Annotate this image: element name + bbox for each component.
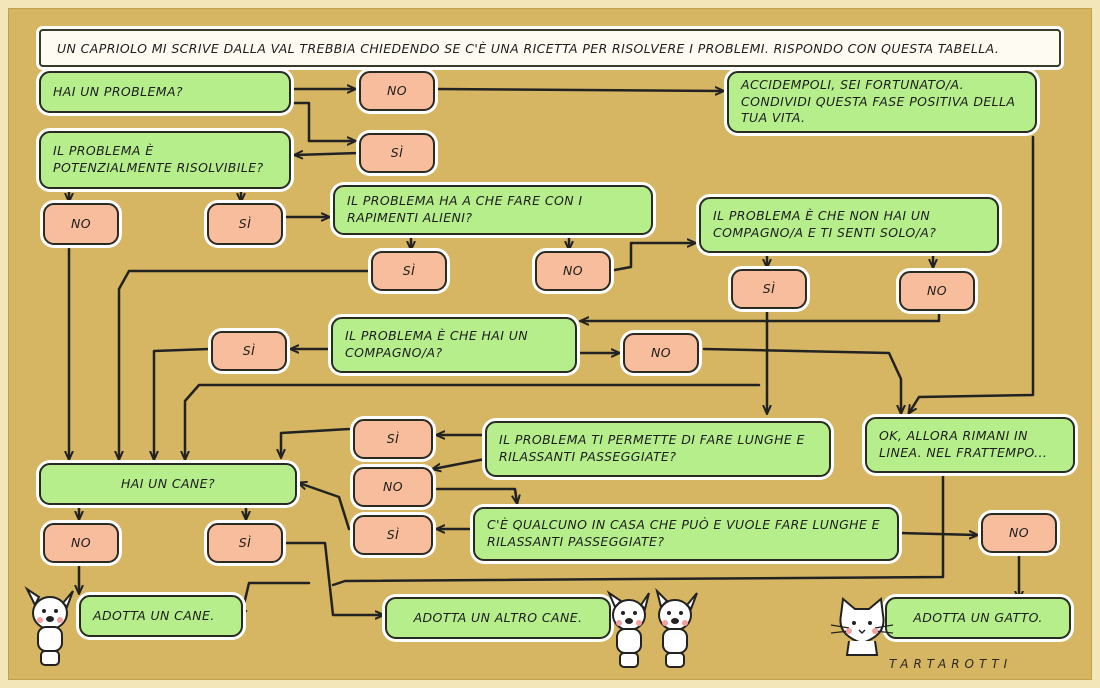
arrow-yes-cane-side [299,483,351,531]
question-hai-problema-text: Hai un problema? [53,83,183,99]
answer-no-label: No [1009,524,1029,540]
answer-no-label: No [387,82,407,98]
arrow-yes-risolvibile [295,153,361,155]
outcome-adotta-altro-cane: Adotta un altro cane. [385,597,611,639]
answer-no-label: No [71,534,91,550]
arrow-no-compagno [581,309,941,321]
arrow-linea-gatto [331,469,945,587]
answer-no-cane: No [43,523,119,563]
arrow-no-solo [607,243,695,273]
dog-illustration-icon [24,586,74,666]
answer-si-label: Sì [386,526,400,542]
arrow-compagno-yes-cane [154,347,211,459]
answer-si-label: Sì [402,262,416,278]
question-solo-text: Il problema è che non hai un compagno/a … [713,208,937,240]
cat-illustration-icon [830,597,894,656]
question-passeggiate: Il problema ti permette di fare lunghe e… [485,421,831,477]
arrow-no-fortunato [435,89,723,91]
question-passeggiate-text: Il problema ti permette di fare lunghe e… [499,432,805,464]
answer-no-alieni: No [535,251,611,291]
arrow-qualcuno-no [897,533,977,535]
connector-lines [9,9,1035,680]
arrow-yes-adotta-altro [279,541,383,615]
answer-si-label: Sì [762,280,776,296]
answer-si-qualcuno: Sì [353,515,433,555]
arrow-to-adotta-cane [241,581,311,617]
question-alieni-text: Il problema ha a che fare con i rapiment… [347,193,583,225]
outcome-adotta-gatto: Adotta un gatto. [885,597,1071,639]
answer-no-label: No [651,344,671,360]
question-qualcuno: C'è qualcuno in casa che può e vuole far… [473,507,899,561]
answer-no-label: No [563,262,583,278]
two-dogs-illustration-icon [606,587,698,668]
artist-signature: TARTAROTTI [889,657,1013,671]
answer-si-label: Sì [238,215,252,231]
outcome-fortunato: Accidempoli, sei fortunato/a. Condividi … [727,71,1037,133]
intro-text: Un capriolo mi scrive dalla Val Trebbia … [57,40,1000,56]
arrow-yes-cane-top [281,427,351,457]
arrow-no-qualcuno [435,487,517,503]
outcome-adotta-cane: Adotta un cane. [79,595,243,637]
arrow-compagno-no-linea [702,347,901,413]
arrow-problem-yes [289,101,355,141]
outcome-adotta-gatto-text: Adotta un gatto. [913,609,1043,625]
answer-si-compagno: Sì [211,331,287,371]
question-alieni: Il problema ha a che fare con i rapiment… [333,185,653,235]
answer-no-label: No [927,282,947,298]
answer-si-risolvibile: Sì [207,203,283,245]
outcome-adotta-altro-cane-text: Adotta un altro cane. [413,609,583,625]
answer-si-label: Sì [390,144,404,160]
question-risolvibile-text: Il problema è potenzialmente risolvibile… [53,143,264,175]
question-compagno-text: Il problema è che hai un compagno/a? [345,328,529,360]
intro-banner: Un capriolo mi scrive dalla Val Trebbia … [39,29,1061,67]
answer-si-label: Sì [238,534,252,550]
answer-no-label: No [383,478,403,494]
answer-si-label: Sì [242,342,256,358]
question-hai-cane-text: Hai un cane? [120,475,216,491]
answer-no-solo: No [899,271,975,311]
answer-si-passeggiate: Sì [353,419,433,459]
question-solo: Il problema è che non hai un compagno/a … [699,197,999,253]
answer-no-passeggiate: No [353,467,433,507]
question-hai-problema: Hai un problema? [39,71,291,113]
question-qualcuno-text: C'è qualcuno in casa che può e vuole far… [487,517,880,549]
arrow-alieni-yes-cane [119,269,371,459]
outcome-fortunato-text: Accidempoli, sei fortunato/a. Condividi … [741,76,1016,126]
answer-si-label: Sì [386,430,400,446]
answer-no-compagno: No [623,333,699,373]
outcome-linea: Ok, allora rimani in linea. Nel frattemp… [865,417,1075,473]
outcome-adotta-cane-text: Adotta un cane. [93,607,215,623]
answer-no-risolvibile: No [43,203,119,245]
arrow-compagno-no-cane [185,383,761,459]
arrow-passeggiate-no [433,457,487,469]
answer-si-alieni: Sì [371,251,447,291]
answer-si-problema: Sì [359,133,435,173]
question-risolvibile: Il problema è potenzialmente risolvibile… [39,131,291,189]
answer-no-label: No [71,215,91,231]
answer-no-qualcuno: No [981,513,1057,553]
question-compagno: Il problema è che hai un compagno/a? [331,317,577,373]
answer-no-problema: No [359,71,435,111]
answer-si-solo: Sì [731,269,807,309]
flowchart-canvas: Un capriolo mi scrive dalla Val Trebbia … [8,8,1092,680]
outcome-linea-text: Ok, allora rimani in linea. Nel frattemp… [879,428,1048,460]
question-hai-cane: Hai un cane? [39,463,297,505]
answer-si-cane: Sì [207,523,283,563]
arrow-fortunato-linea [909,135,1035,413]
